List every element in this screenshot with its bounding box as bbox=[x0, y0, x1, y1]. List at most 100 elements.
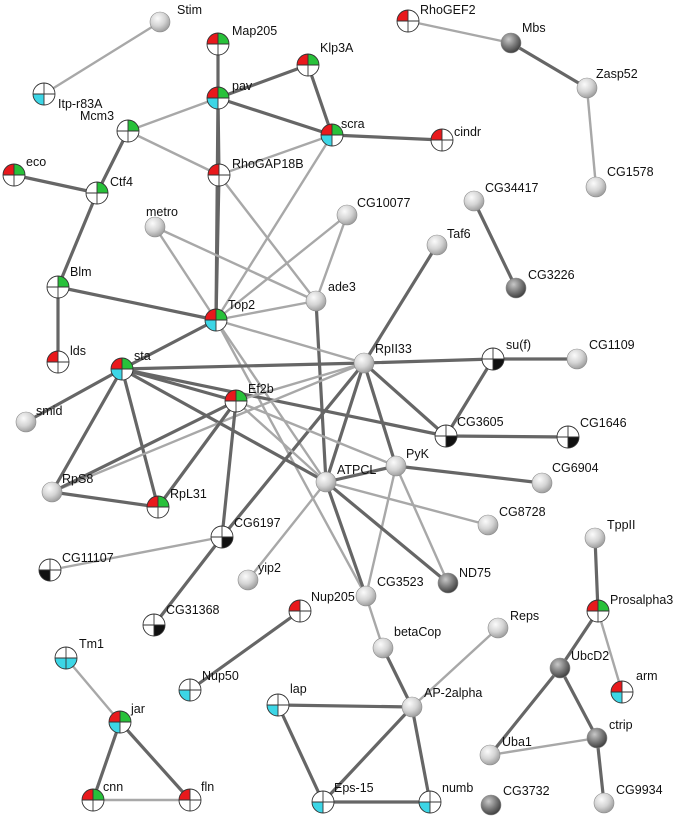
node-top2[interactable] bbox=[204, 308, 228, 332]
node-reps[interactable] bbox=[487, 617, 509, 639]
node-cg3732[interactable] bbox=[480, 794, 502, 816]
node-stim[interactable] bbox=[149, 11, 171, 33]
node-layer bbox=[2, 9, 634, 816]
node-blm[interactable] bbox=[46, 275, 70, 299]
node-pav[interactable] bbox=[206, 86, 230, 110]
node-rpii33[interactable] bbox=[353, 352, 375, 374]
node-label-cg3732: CG3732 bbox=[503, 784, 550, 798]
node-label-rpii33: RpII33 bbox=[375, 342, 412, 356]
node-cg3226[interactable] bbox=[505, 277, 527, 299]
node-label-lds: lds bbox=[70, 344, 86, 358]
node-ef2b[interactable] bbox=[224, 389, 248, 413]
edge-pav-scra bbox=[216, 96, 334, 137]
node-label-uba1: Uba1 bbox=[502, 735, 532, 749]
node-cg34417[interactable] bbox=[463, 190, 485, 212]
node-map205[interactable] bbox=[206, 32, 230, 56]
node-zasp52[interactable] bbox=[576, 77, 598, 99]
node-eco[interactable] bbox=[2, 163, 26, 187]
node-fln[interactable] bbox=[178, 788, 202, 812]
node-rps8[interactable] bbox=[41, 481, 63, 503]
node-nd75[interactable] bbox=[437, 572, 459, 594]
node-yip2[interactable] bbox=[237, 569, 259, 591]
edge-cg34417-cg3226 bbox=[472, 199, 518, 290]
node-cg10077[interactable] bbox=[336, 204, 358, 226]
node-label-top2: Top2 bbox=[228, 298, 255, 312]
node-klp3a[interactable] bbox=[296, 53, 320, 77]
node-prosalpha3[interactable] bbox=[586, 599, 610, 623]
node-cg8728[interactable] bbox=[477, 514, 499, 536]
edge-prosalpha3-arm bbox=[596, 609, 624, 694]
node-cg6904[interactable] bbox=[531, 472, 553, 494]
edge-ef2b-cg6197 bbox=[220, 399, 238, 539]
node-cindr[interactable] bbox=[430, 128, 454, 152]
node-label-smid: smid bbox=[36, 404, 62, 418]
node-betacop[interactable] bbox=[372, 637, 394, 659]
node-label-jar: jar bbox=[130, 702, 145, 716]
edge-pav-mcm3 bbox=[126, 96, 220, 133]
node-label-cg10077: CG10077 bbox=[357, 196, 411, 210]
node-cg1578[interactable] bbox=[585, 176, 607, 198]
node-cg3605[interactable] bbox=[434, 424, 458, 448]
node-atpcl[interactable] bbox=[315, 471, 337, 493]
node-smid[interactable] bbox=[15, 411, 37, 433]
edge-scra-top2 bbox=[214, 133, 334, 322]
node-rhogef2[interactable] bbox=[396, 9, 420, 33]
node-itp-r83a[interactable] bbox=[32, 82, 56, 106]
node-ctrip[interactable] bbox=[586, 727, 608, 749]
node-pyk[interactable] bbox=[385, 455, 407, 477]
edge-ubcd2-ctrip bbox=[558, 666, 599, 740]
node-cg3523[interactable] bbox=[355, 585, 377, 607]
edge-rpii33-su-f bbox=[362, 357, 495, 365]
node-cnn[interactable] bbox=[81, 788, 105, 812]
node-sta[interactable] bbox=[110, 357, 134, 381]
node-tm1[interactable] bbox=[54, 646, 78, 670]
edge-mcm3-rhogap18b bbox=[126, 129, 221, 177]
edge-tm1-jar bbox=[64, 656, 122, 724]
node-ubcd2[interactable] bbox=[549, 657, 571, 679]
node-ctf4[interactable] bbox=[85, 181, 109, 205]
node-label-cg8728: CG8728 bbox=[499, 505, 546, 519]
node-label-betacop: betaCop bbox=[394, 625, 441, 639]
edge-klp3a-scra bbox=[306, 63, 334, 137]
node-label-eco: eco bbox=[26, 155, 46, 169]
node-label-mbs: Mbs bbox=[522, 21, 546, 35]
node-rpl31[interactable] bbox=[146, 495, 170, 519]
node-eps-15[interactable] bbox=[311, 790, 335, 814]
node-rhogap18b[interactable] bbox=[207, 163, 231, 187]
edge-ade3-top2 bbox=[214, 299, 318, 322]
node-jar[interactable] bbox=[108, 710, 132, 734]
node-mcm3[interactable] bbox=[116, 119, 140, 143]
node-metro[interactable] bbox=[144, 216, 166, 238]
node-nup205[interactable] bbox=[288, 599, 312, 623]
node-ade3[interactable] bbox=[305, 290, 327, 312]
edge-eco-ctf4 bbox=[12, 173, 99, 195]
node-cg6197[interactable] bbox=[210, 525, 234, 549]
node-label-fln: fln bbox=[201, 780, 214, 794]
edge-atpcl-nd75 bbox=[324, 480, 450, 585]
node-taf6[interactable] bbox=[426, 234, 448, 256]
node-label-cg3226: CG3226 bbox=[528, 268, 575, 282]
node-label-yip2: yip2 bbox=[258, 561, 281, 575]
node-lds[interactable] bbox=[46, 350, 70, 374]
node-mbs[interactable] bbox=[500, 32, 522, 54]
node-label-rpl31: RpL31 bbox=[170, 487, 207, 501]
edge-rhogap18b-ade3 bbox=[217, 173, 318, 303]
node-lap[interactable] bbox=[266, 693, 290, 717]
node-nup50[interactable] bbox=[178, 678, 202, 702]
node-label-mcm3: Mcm3 bbox=[80, 109, 114, 123]
node-tppii[interactable] bbox=[584, 527, 606, 549]
node-cg11107[interactable] bbox=[38, 558, 62, 582]
node-cg1646[interactable] bbox=[556, 425, 580, 449]
node-uba1[interactable] bbox=[479, 744, 501, 766]
node-ap-2alpha[interactable] bbox=[401, 696, 423, 718]
node-cg9934[interactable] bbox=[593, 792, 615, 814]
node-arm[interactable] bbox=[610, 680, 634, 704]
edge-cg6197-cg31368 bbox=[152, 535, 224, 627]
node-scra[interactable] bbox=[320, 123, 344, 147]
edge-rpii33-ef2b bbox=[234, 361, 366, 403]
node-cg1109[interactable] bbox=[566, 348, 588, 370]
node-su-f[interactable] bbox=[481, 347, 505, 371]
node-label-cg6197: CG6197 bbox=[234, 516, 281, 530]
node-cg31368[interactable] bbox=[142, 613, 166, 637]
node-numb[interactable] bbox=[418, 790, 442, 814]
